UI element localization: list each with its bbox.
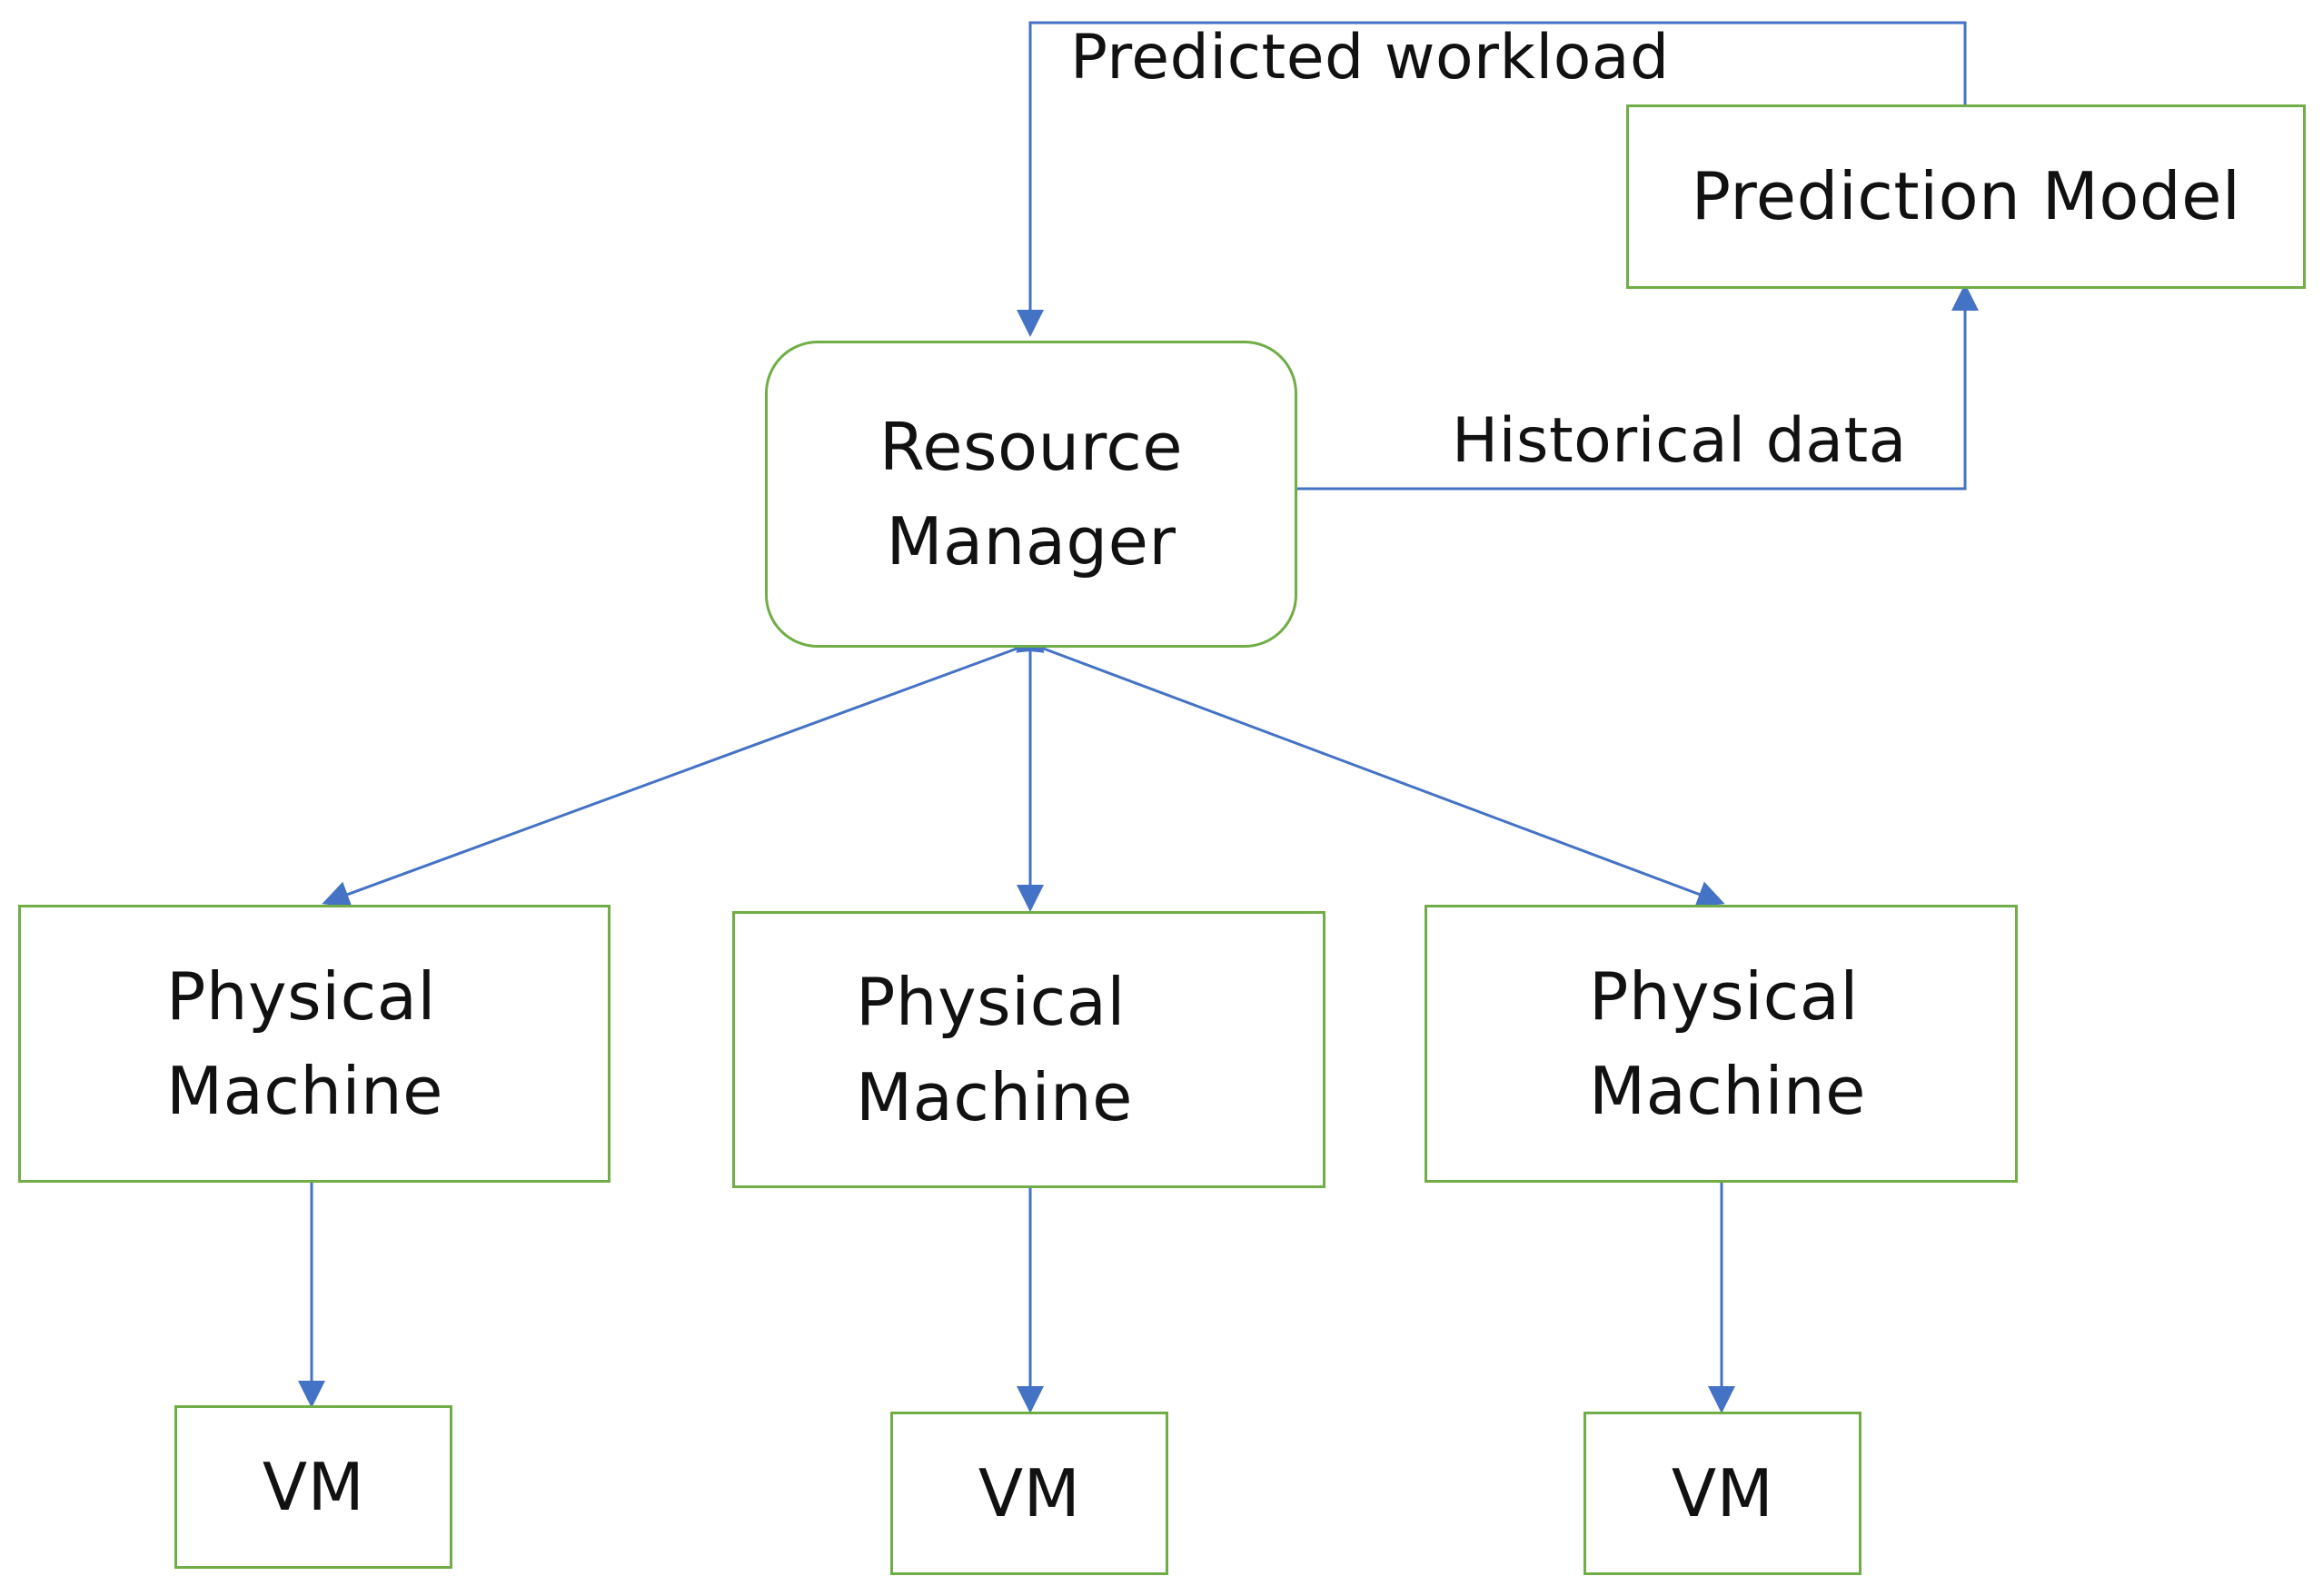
- physical-machine-right-label: Physical Machine: [1589, 957, 1866, 1129]
- physical-machine-node-center: Physical Machine: [732, 911, 1325, 1188]
- prediction-model-node: Prediction Model: [1626, 104, 2306, 289]
- historical-data-label: Historical data: [1452, 405, 1907, 477]
- historical-data-arrow: [1297, 283, 1979, 491]
- resource-manager-label: Resource Manager: [879, 408, 1184, 580]
- vm-node-center: VM: [890, 1412, 1168, 1575]
- physical-machine-node-right: Physical Machine: [1425, 905, 2018, 1183]
- vm-node-left: VM: [174, 1405, 452, 1569]
- vm-left-label: VM: [262, 1448, 365, 1525]
- physical-machine-center-label: Physical Machine: [856, 964, 1133, 1135]
- vm-center-label: VM: [978, 1454, 1081, 1532]
- prediction-model-label: Prediction Model: [1691, 158, 2241, 235]
- predicted-workload-arrow: [1017, 21, 1967, 337]
- physical-machine-node-left: Physical Machine: [18, 905, 611, 1183]
- vm-right-label: VM: [1671, 1454, 1774, 1532]
- manager-to-physical-machine-left-arrow: [322, 627, 1045, 907]
- resource-manager-node: Resource Manager: [765, 341, 1297, 648]
- manager-to-physical-machine-right-arrow: [1016, 627, 1725, 907]
- vm-node-right: VM: [1583, 1412, 1861, 1575]
- physical-machine-left-label: Physical Machine: [166, 957, 443, 1129]
- predicted-workload-label: Predicted workload: [1070, 22, 1670, 94]
